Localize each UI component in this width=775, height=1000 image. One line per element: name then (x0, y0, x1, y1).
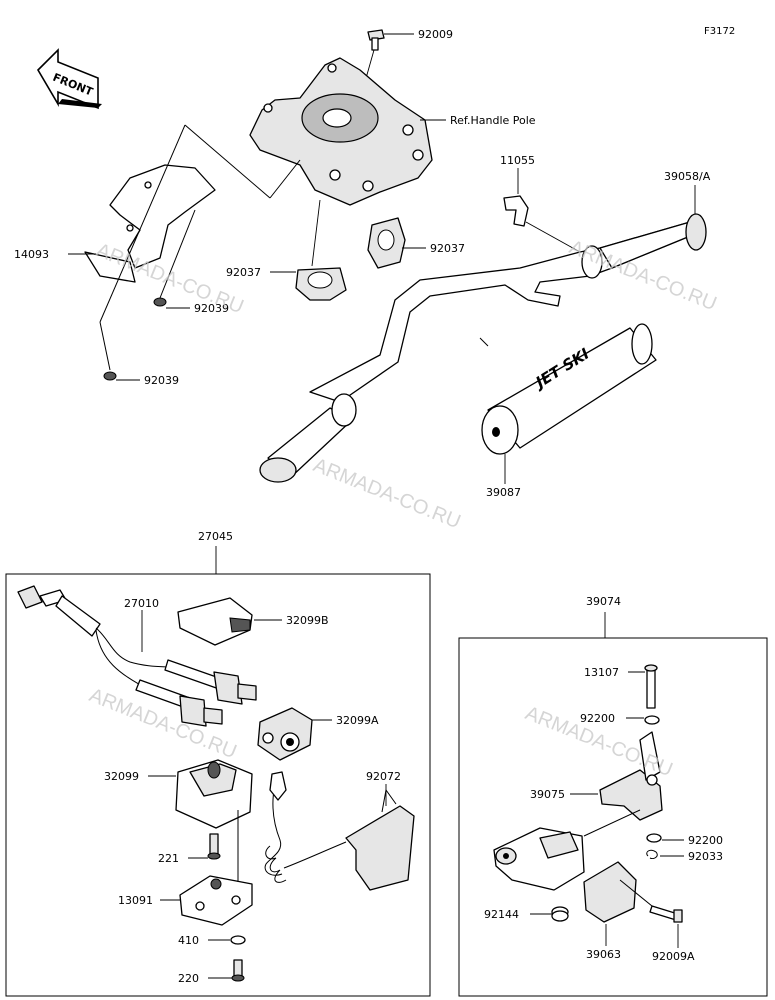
washer-92200-lower (646, 833, 662, 843)
assembly-line-4 (99, 321, 111, 371)
label-92144[interactable]: 92144 (484, 908, 519, 921)
switch-32099A (257, 707, 313, 761)
assembly-line-1 (184, 124, 271, 199)
wiring-27010 (17, 585, 257, 727)
cover-39063 (583, 861, 637, 923)
lanyard-92072 (264, 771, 415, 891)
bracket-14093 (84, 164, 216, 283)
pin-13107 (644, 664, 658, 709)
label-92037-right[interactable]: 92037 (430, 242, 465, 255)
label-92033[interactable]: 92033 (688, 850, 723, 863)
label-92200-upper[interactable]: 92200 (580, 712, 615, 725)
label-32099[interactable]: 32099 (104, 770, 139, 783)
lever-housing (493, 827, 585, 891)
assembly-line-3 (99, 124, 186, 323)
watermark-3: ARMADA-CO.RU (310, 454, 464, 533)
sheet-code: F3172 (704, 26, 735, 37)
axis-92039-upper (159, 209, 196, 299)
base-plate-13091 (179, 875, 253, 926)
box-39074 (458, 637, 768, 997)
clip-11055 (503, 195, 529, 227)
handlebar-39058A (259, 213, 707, 483)
washer-410 (230, 935, 246, 945)
screw-92039-lower (103, 371, 117, 381)
axis-92009A (619, 879, 653, 907)
cover-32099B (177, 597, 253, 646)
clamp-92037-right (367, 217, 406, 269)
circlip-92033 (646, 849, 658, 859)
label-92009-top[interactable]: 92009 (418, 28, 453, 41)
box-27045 (5, 573, 431, 997)
clamp-92037-left (295, 267, 347, 301)
label-92039-lower[interactable]: 92039 (144, 374, 179, 387)
label-32099A[interactable]: 32099A (336, 714, 379, 727)
label-13091[interactable]: 13091 (118, 894, 153, 907)
leader-11055-axis (525, 221, 581, 253)
handlebar-pad-39087: JET SKI (481, 323, 657, 455)
screw-92009-top (367, 29, 385, 51)
front-arrow-icon: FRONT (36, 48, 102, 110)
label-92072[interactable]: 92072 (366, 770, 401, 783)
assembly-line-2 (269, 159, 301, 199)
label-39075[interactable]: 39075 (530, 788, 565, 801)
label-92200-lower[interactable]: 92200 (688, 834, 723, 847)
label-27045[interactable]: 27045 (198, 530, 233, 543)
lever-bracket-39075 (599, 731, 663, 821)
label-14093[interactable]: 14093 (14, 248, 49, 261)
label-220[interactable]: 220 (178, 972, 199, 985)
switch-housing-32099 (175, 759, 253, 829)
label-39087[interactable]: 39087 (486, 486, 521, 499)
label-92009A[interactable]: 92009A (652, 950, 695, 963)
reference-note: Ref.Handle Pole (450, 114, 536, 127)
screw-221 (207, 833, 221, 860)
leader-92037-axis (311, 199, 321, 267)
label-92039-upper[interactable]: 92039 (194, 302, 229, 315)
spring-92144 (551, 906, 569, 922)
label-221[interactable]: 221 (158, 852, 179, 865)
label-92037-left[interactable]: 92037 (226, 266, 261, 279)
label-39074[interactable]: 39074 (586, 595, 621, 608)
label-11055[interactable]: 11055 (500, 154, 535, 167)
screw-220 (231, 959, 245, 982)
screw-92039-upper (153, 297, 167, 307)
label-39058A[interactable]: 39058/A (664, 170, 711, 183)
label-13107[interactable]: 13107 (584, 666, 619, 679)
label-32099B[interactable]: 32099B (286, 614, 329, 627)
handle-pole-plate (249, 57, 433, 206)
axis-lever (583, 809, 641, 837)
washer-92200-upper (644, 715, 660, 725)
label-39063[interactable]: 39063 (586, 948, 621, 961)
label-27010[interactable]: 27010 (124, 597, 159, 610)
label-410[interactable]: 410 (178, 934, 199, 947)
screw-92009A (649, 905, 683, 923)
